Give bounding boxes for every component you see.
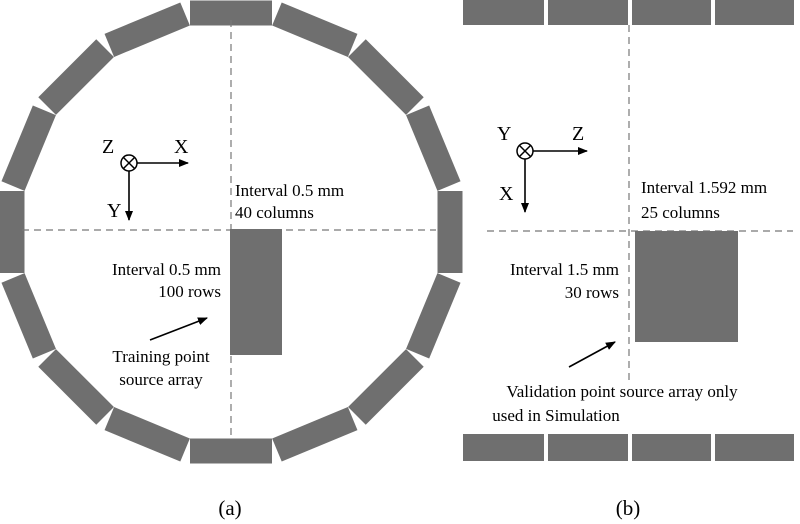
- coordinate-axes-b: Y Z X: [497, 123, 588, 213]
- column-interval-label-b: Interval 1.592 mm: [641, 178, 767, 197]
- detector-block-10: [104, 407, 190, 462]
- detector-top-1: [463, 0, 544, 25]
- array-label-line2: source array: [119, 370, 203, 389]
- into-page-cross-2: [122, 156, 136, 170]
- detector-bottom-1: [463, 434, 544, 461]
- detector-block-14: [1, 105, 56, 191]
- detector-bottom-4: [715, 434, 794, 461]
- detector-block-16: [104, 2, 190, 57]
- axis-label-z: Z: [102, 136, 114, 158]
- detector-block-2: [272, 2, 358, 57]
- detector-block-6: [406, 273, 461, 359]
- row-count-label-b: 30 rows: [565, 283, 619, 302]
- detector-top-2: [548, 0, 628, 25]
- axis-label-y: Y: [107, 200, 121, 222]
- column-interval-label: Interval 0.5 mm: [235, 181, 344, 200]
- array-pointer-arrow-b: [568, 341, 616, 368]
- caption-b: (b): [616, 496, 641, 520]
- coordinate-axes-a: Z X Y: [102, 136, 189, 222]
- detector-block-9: [190, 438, 272, 464]
- validation-point-source-array: [635, 231, 738, 342]
- caption-a: (a): [218, 496, 241, 520]
- row-count-label: 100 rows: [158, 282, 221, 301]
- array-label-line2-b: used in Simulation: [492, 406, 620, 425]
- into-page-cross-b2: [518, 144, 532, 158]
- axis-label-y-b: Y: [497, 123, 511, 145]
- training-point-source-array: [230, 229, 282, 355]
- detector-block-15: [38, 39, 114, 115]
- detector-block-13: [0, 191, 25, 273]
- detector-block-3: [348, 39, 424, 115]
- axis-label-z-b: Z: [572, 123, 584, 145]
- detector-ring: [0, 0, 463, 464]
- detector-bottom-2: [548, 434, 628, 461]
- row-interval-label-b: Interval 1.5 mm: [510, 260, 619, 279]
- array-label-line1: Training point: [112, 347, 209, 366]
- axis-label-x: X: [174, 136, 189, 158]
- panel-b: Y Z X Interval 1.592 mm 25 columns Inter…: [463, 0, 794, 520]
- detector-block-12: [1, 273, 56, 359]
- array-pointer-arrow: [149, 317, 208, 341]
- detector-block-5: [437, 191, 463, 273]
- detector-block-7: [348, 349, 424, 425]
- column-count-label: 40 columns: [235, 203, 314, 222]
- panel-a: Z X Y Interval 0.5 mm 40 columns Interva…: [0, 0, 463, 520]
- detector-top-3: [632, 0, 711, 25]
- detector-bottom-3: [632, 434, 711, 461]
- detector-top-4: [715, 0, 794, 25]
- axis-label-x-b: X: [499, 183, 514, 205]
- detector-block-11: [38, 349, 114, 425]
- column-count-label-b: 25 columns: [641, 203, 720, 222]
- detector-block-8: [272, 407, 358, 462]
- detector-block-4: [406, 105, 461, 191]
- array-label-line1-b: Validation point source array only: [506, 382, 738, 401]
- row-interval-label: Interval 0.5 mm: [112, 260, 221, 279]
